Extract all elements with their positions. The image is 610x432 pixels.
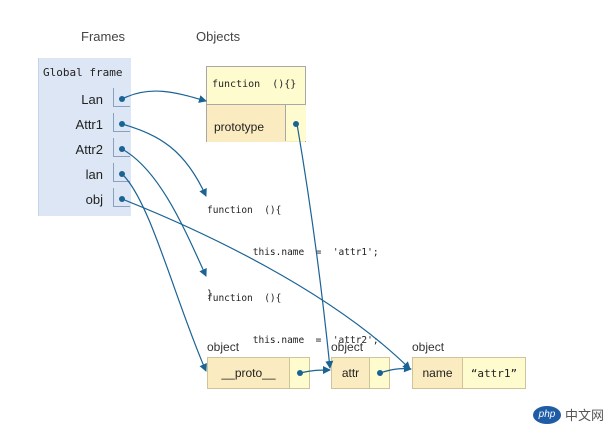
code-line: function (){ xyxy=(207,205,282,216)
pointer-dot-lan xyxy=(119,171,125,177)
var-label-obj: obj xyxy=(85,192,103,207)
arrow-Attr2-to-code2 xyxy=(121,148,207,277)
arrow-proto-to-attr xyxy=(299,366,331,375)
var-label-Attr1: Attr1 xyxy=(75,117,103,132)
object-key-proto: __proto__ xyxy=(207,357,290,389)
object-header-name: object xyxy=(412,340,445,354)
var-slot-obj[interactable] xyxy=(113,188,130,207)
arrow-obj-to-name-object xyxy=(121,198,411,370)
var-slot-Attr1[interactable] xyxy=(113,113,130,132)
object-header-attr: object xyxy=(331,340,364,354)
arrow-attr-to-name xyxy=(379,364,412,374)
pointer-dot-Attr1 xyxy=(119,121,125,127)
var-label-Lan: Lan xyxy=(81,92,103,107)
pointer-dot-Attr2 xyxy=(119,146,125,152)
global-frame xyxy=(38,58,131,216)
var-label-Attr2: Attr2 xyxy=(75,142,103,157)
pointer-dot-prototype xyxy=(293,121,299,127)
watermark-text: 中文网 xyxy=(564,409,604,424)
global-frame-title: Global frame xyxy=(43,66,123,79)
pointer-dot-obj xyxy=(119,196,125,202)
frames-header: Frames xyxy=(81,29,126,44)
prototype-label: prototype xyxy=(214,120,265,134)
arrow-prototype-to-attr-object xyxy=(296,123,334,369)
object-header-proto: object xyxy=(207,340,240,354)
var-slot-lan[interactable] xyxy=(113,163,130,182)
function-signature: function (){} xyxy=(212,79,297,90)
object-key-name: name xyxy=(412,357,463,389)
arrow-Attr1-to-code1 xyxy=(121,123,207,197)
pointer-dot-Lan xyxy=(119,96,125,102)
pointer-dot-attr xyxy=(377,370,383,376)
arrow-lan-to-proto-object xyxy=(121,173,207,372)
code-line: function (){ xyxy=(207,293,282,304)
watermark: php 中文网 xyxy=(532,405,604,424)
code-line: } xyxy=(207,289,213,300)
objects-header: Objects xyxy=(196,29,241,44)
code-line: this.name = 'attr2'; xyxy=(207,335,379,346)
function-object-header xyxy=(207,67,305,104)
object-key-attr: attr xyxy=(331,357,370,389)
code-block-attr1: function (){ this.name = 'attr1'; } xyxy=(207,176,379,316)
var-slot-Attr2[interactable] xyxy=(113,138,130,157)
var-label-lan: lan xyxy=(85,167,103,182)
object-value-name: “attr1” xyxy=(463,357,526,389)
arrow-Lan-to-function xyxy=(121,90,207,103)
code-line: this.name = 'attr1'; xyxy=(207,247,379,258)
pointer-dot-proto xyxy=(297,370,303,376)
var-slot-Lan[interactable] xyxy=(113,88,130,107)
php-logo-icon: php xyxy=(532,405,561,424)
